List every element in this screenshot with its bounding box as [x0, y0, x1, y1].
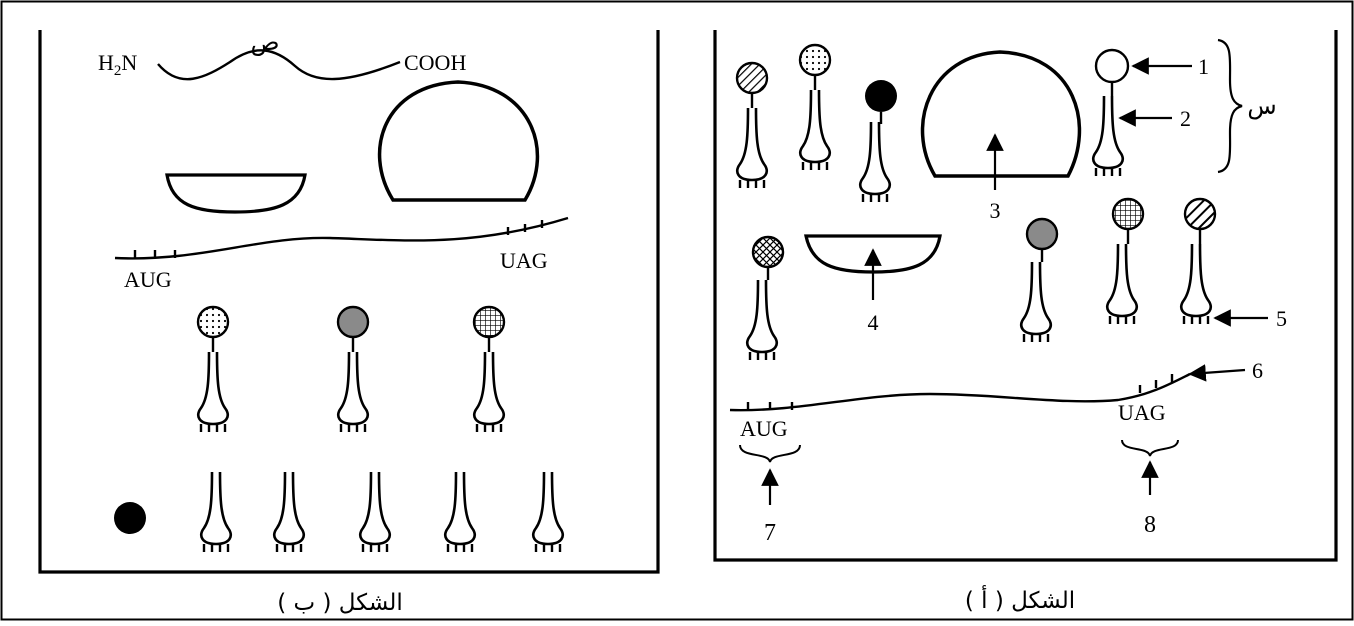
brace-s	[1217, 38, 1243, 174]
carboxyl-end-label: COOH	[404, 50, 466, 75]
start-codon-label: AUG	[124, 267, 172, 292]
label-7: 7	[764, 520, 776, 546]
trna-striped-a	[1180, 197, 1217, 326]
trna-labeled	[1092, 48, 1130, 178]
stop-codon-label: UAG	[500, 248, 548, 273]
chain-letter-label: ص	[250, 28, 279, 56]
figure-b-caption: الشكل ( ب )	[277, 590, 403, 616]
amino-acid-grid	[472, 305, 506, 339]
brace-letter-label: س	[1247, 92, 1276, 120]
trna-gray	[336, 305, 370, 434]
stop-codon-label-a: UAG	[1118, 400, 1166, 425]
large-ribosome-subunit	[377, 80, 540, 202]
label-3: 3	[990, 198, 1001, 223]
small-ribosome-subunit	[165, 173, 307, 214]
label-8: 8	[1144, 512, 1156, 538]
trna-gray-a	[1019, 217, 1059, 344]
figure-b-container	[38, 30, 660, 574]
trna-crossed	[745, 235, 785, 362]
trna-dotted-a	[798, 43, 832, 172]
trna-black-a	[858, 80, 897, 204]
free-amino-acid-black	[114, 502, 146, 534]
amino-acid-gray	[336, 305, 370, 339]
large-ribosome-subunit-a	[920, 50, 1082, 178]
start-codon-label-a: AUG	[740, 416, 788, 441]
trna-hatched	[735, 61, 769, 190]
figure-a-caption: الشكل ( أ )	[965, 585, 1075, 614]
free-trna-row	[200, 470, 565, 554]
polypeptide-chain: H2N COOH ص	[98, 28, 466, 81]
label-2: 2	[1180, 106, 1191, 131]
amino-end-label: H2N	[98, 50, 137, 79]
trna-grid-a	[1106, 197, 1145, 326]
label-1: 1	[1198, 54, 1209, 79]
figure-a-container	[713, 30, 1338, 562]
mrna-strand-a: 6 AUG UAG 7 8	[729, 358, 1263, 546]
label-4: 4	[868, 310, 879, 335]
label-5: 5	[1276, 306, 1287, 331]
trna-grid	[472, 305, 506, 434]
amino-acid-dotted	[196, 305, 230, 339]
mrna-strand: AUG UAG	[114, 216, 569, 292]
label-6: 6	[1252, 358, 1263, 383]
trna-dotted	[196, 305, 230, 434]
